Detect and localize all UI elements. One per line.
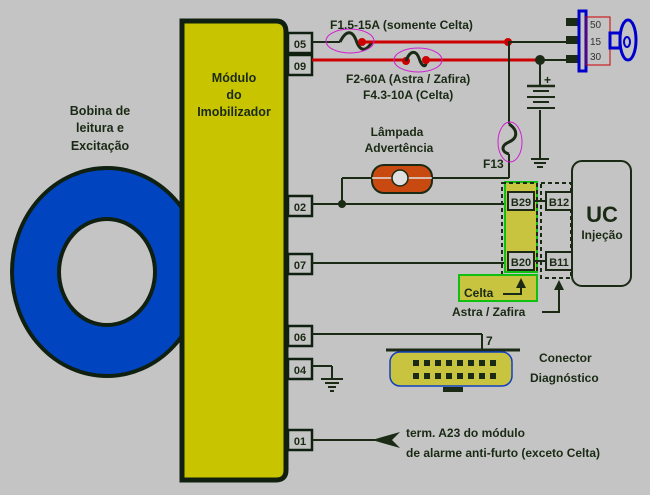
- diagnostic-connector: [389, 351, 513, 392]
- ecu-pin-b29: B29: [507, 191, 535, 211]
- svg-text:Imobilizador: Imobilizador: [197, 105, 271, 119]
- diag-connector-pin: [435, 373, 441, 379]
- astra-zafira-label: Astra / Zafira: [452, 305, 526, 319]
- warning-lamp: [341, 164, 509, 204]
- ground-icon: [531, 158, 549, 168]
- svg-text:leitura e: leitura e: [76, 121, 124, 135]
- svg-text:Módulo: Módulo: [212, 71, 257, 85]
- module-pin-05: 05: [286, 31, 314, 55]
- wire-pin02: [312, 200, 505, 208]
- immobilizer-module: [179, 18, 289, 483]
- svg-text:07: 07: [294, 260, 306, 272]
- module-pin-07: 07: [286, 252, 314, 276]
- module-pin-02: 02: [286, 194, 314, 218]
- svg-text:do: do: [226, 88, 242, 102]
- svg-text:B12: B12: [549, 197, 569, 209]
- svg-text:de alarme anti-furto (exceto C: de alarme anti-furto (exceto Celta): [406, 446, 600, 460]
- diag-connector-pin: [424, 360, 430, 366]
- celta-arrow: [503, 286, 522, 295]
- svg-text:+: +: [544, 73, 551, 87]
- fuse-f13-highlight: [497, 121, 523, 163]
- svg-text:Advertência: Advertência: [365, 141, 434, 155]
- svg-text:30: 30: [590, 52, 602, 63]
- svg-text:05: 05: [294, 39, 306, 51]
- ground-pin04-icon: [312, 365, 343, 392]
- astra-arrow: [542, 286, 560, 313]
- ecu-pin-b20: B20: [507, 251, 535, 271]
- module-pin-04: 04: [286, 357, 314, 381]
- ecu-injection-unit: UC Injeção: [571, 160, 632, 287]
- ignition-switch: 50 15 30: [566, 9, 638, 73]
- svg-text:50: 50: [590, 20, 602, 31]
- diag-connector-pin: [479, 360, 485, 366]
- svg-text:Lâmpada: Lâmpada: [371, 125, 424, 139]
- fuse-f2-highlight: [393, 47, 443, 73]
- svg-text:Excitação: Excitação: [71, 139, 130, 153]
- wire-pin05: [312, 31, 578, 51]
- svg-text:Injeção: Injeção: [581, 228, 622, 242]
- diag-connector-pin: [490, 373, 496, 379]
- svg-text:B20: B20: [511, 257, 531, 269]
- module-pin-06: 06: [286, 324, 314, 348]
- svg-text:Diagnóstico: Diagnóstico: [530, 371, 599, 385]
- module-pin-09: 09: [286, 53, 314, 77]
- svg-text:B29: B29: [511, 197, 531, 209]
- svg-text:04: 04: [294, 365, 307, 377]
- svg-text:Conector: Conector: [539, 351, 592, 365]
- diag-connector-pin: [446, 373, 452, 379]
- diag-pin-label: 7: [486, 334, 493, 348]
- celta-label: Celta: [464, 286, 494, 300]
- svg-text:UC: UC: [586, 202, 618, 227]
- diag-connector-pin: [413, 360, 419, 366]
- diag-connector-pin: [435, 360, 441, 366]
- fuse-f2-label: F2-60A (Astra / Zafira): [346, 72, 470, 86]
- svg-text:06: 06: [294, 332, 306, 344]
- module-pin-01: 01: [286, 428, 314, 452]
- diag-connector-pin: [479, 373, 485, 379]
- wire-pin06: [312, 333, 520, 352]
- svg-text:B11: B11: [549, 257, 569, 269]
- svg-text:Bobina de: Bobina de: [70, 104, 130, 118]
- fuse-f1-highlight: [325, 28, 375, 54]
- fuse-f4-label: F4.3-10A (Celta): [363, 88, 453, 102]
- module-title: Módulo do Imobilizador: [197, 71, 271, 119]
- diag-connector-pin: [468, 373, 474, 379]
- alarm-label: term. A23 do módulo de alarme anti-furto…: [406, 426, 600, 460]
- diag-connector-pin: [424, 373, 430, 379]
- battery-icon: +: [527, 60, 555, 158]
- svg-text:15: 15: [590, 37, 602, 48]
- reader-coil: [10, 166, 204, 378]
- fuse-f1-label: F1.5-15A (somente Celta): [330, 18, 473, 32]
- lamp-label: Lâmpada Advertência: [365, 125, 434, 155]
- diag-connector-label: Conector Diagnóstico: [530, 351, 599, 385]
- diag-connector-pin: [413, 373, 419, 379]
- coil-label: Bobina de leitura e Excitação: [70, 104, 130, 153]
- ecu-pin-b11: B11: [545, 251, 573, 271]
- svg-text:09: 09: [294, 61, 306, 73]
- fuse-f13-label: F13: [483, 157, 504, 171]
- fuse-f13: [501, 42, 518, 178]
- wire-pin01: [312, 432, 400, 448]
- diag-connector-pin: [468, 360, 474, 366]
- svg-text:term. A23 do módulo: term. A23 do módulo: [406, 426, 525, 440]
- diag-connector-pin: [446, 360, 452, 366]
- wire-pin09: [312, 50, 578, 68]
- diag-connector-pin: [457, 360, 463, 366]
- svg-text:01: 01: [294, 436, 306, 448]
- diag-connector-pin: [490, 360, 496, 366]
- diag-connector-pin: [457, 373, 463, 379]
- svg-text:02: 02: [294, 202, 306, 214]
- ecu-pin-b12: B12: [545, 191, 573, 211]
